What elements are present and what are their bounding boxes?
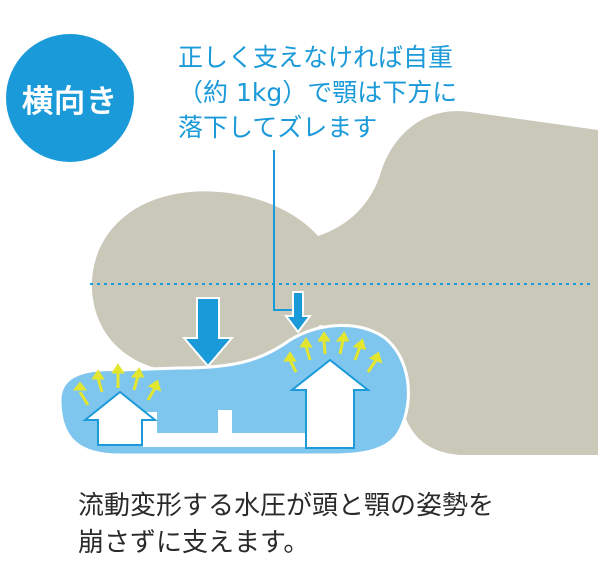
pressure-arrow-right bbox=[289, 358, 371, 449]
pressure-rays-right bbox=[283, 331, 383, 373]
pressure-rays-left bbox=[72, 363, 162, 406]
caption-line: 崩さずに支えます。 bbox=[78, 528, 310, 558]
callout-text: 正しく支えなければ自重 （約 1kg）で顎は下方に 落下してズレます bbox=[178, 40, 457, 145]
callout-line: 正しく支えなければ自重 bbox=[178, 43, 454, 72]
down-arrow-large bbox=[181, 297, 235, 368]
pressure-arrow-left bbox=[82, 390, 158, 446]
caption-text: 流動変形する水圧が頭と顎の姿勢を 崩さずに支えます。 bbox=[78, 488, 494, 562]
water-flow-channel bbox=[143, 410, 232, 447]
side-position-badge: 横向き bbox=[6, 34, 134, 162]
callout-leader bbox=[273, 150, 296, 311]
callout-line: 落下してズレます bbox=[178, 113, 378, 142]
badge-label: 横向き bbox=[22, 83, 118, 120]
callout-line: （約 1kg）で顎は下方に bbox=[178, 78, 458, 107]
down-arrow-small bbox=[284, 291, 312, 334]
caption-line: 流動変形する水圧が頭と顎の姿勢を bbox=[78, 491, 495, 521]
